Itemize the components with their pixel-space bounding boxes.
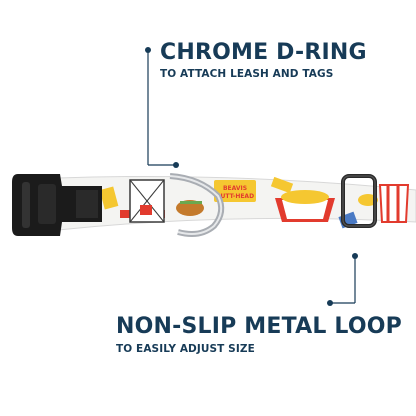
metal-loop-icon <box>341 174 377 228</box>
buckle-icon <box>12 174 102 236</box>
callout-dot-bottom <box>352 253 358 259</box>
svg-text:BEAVIS: BEAVIS <box>223 185 247 192</box>
callout-line-bottom <box>330 256 356 304</box>
d-ring-title: CHROME D-RING <box>160 40 367 65</box>
metal-loop-title: NON-SLIP METAL LOOP <box>116 314 402 339</box>
callout-dot-top-end <box>173 162 179 168</box>
collar-strap: BEAVIS BUTT-HEAD <box>57 176 416 231</box>
callout-dot-top <box>145 47 151 53</box>
d-ring-subtitle: TO ATTACH LEASH AND TAGS <box>160 68 334 80</box>
metal-loop-subtitle: TO EASILY ADJUST SIZE <box>116 343 255 355</box>
callout-line-top <box>147 50 176 166</box>
d-ring-icon <box>169 173 225 237</box>
callout-dot-bottom-end <box>327 300 333 306</box>
svg-text:BUTT-HEAD: BUTT-HEAD <box>216 193 254 200</box>
strap-print-detail <box>129 179 165 223</box>
